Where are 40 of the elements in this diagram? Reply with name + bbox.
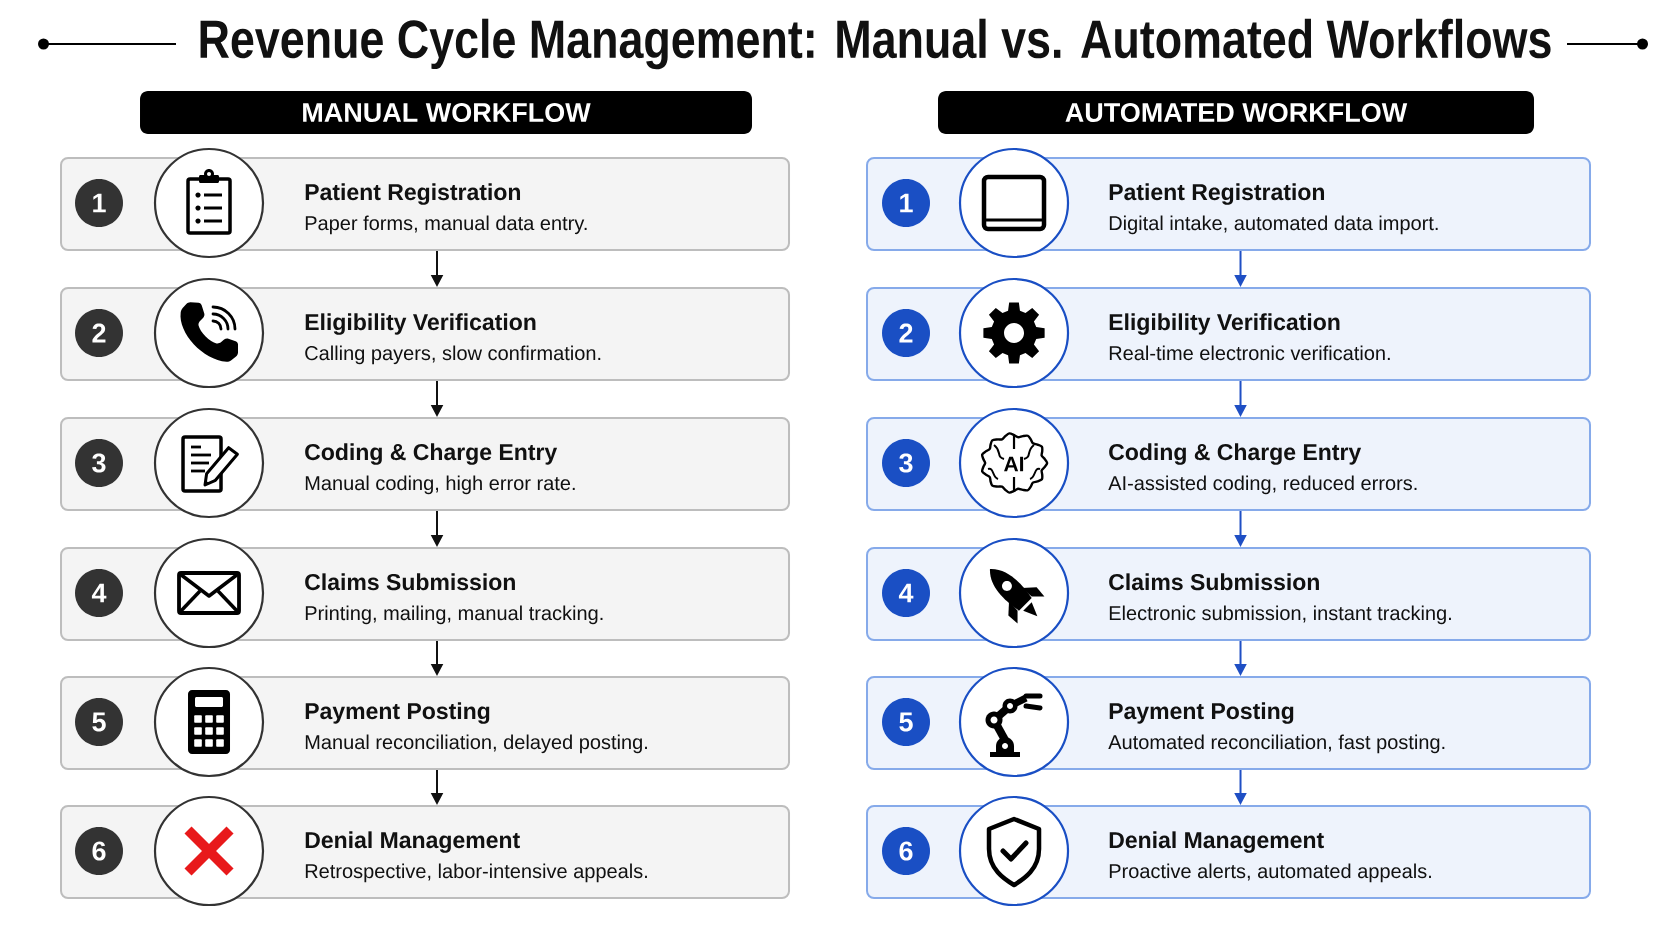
step-title: Claims Submission [305, 573, 515, 591]
step-title: Eligibility Verification [1109, 313, 1340, 335]
title: Revenue Cycle Management: Manual vs. Automated Workflows [200, 18, 1551, 70]
step-description: Calling payers, slow confirmation. [305, 345, 601, 365]
step-number: 4 [75, 569, 123, 617]
section-header: AUTOMATED WORKFLOW [938, 91, 1534, 134]
icon-label: AI [1004, 456, 1024, 472]
step-description: Electronic submission, instant tracking. [1109, 605, 1451, 625]
step-number: 5 [75, 698, 123, 746]
step-number: 5 [882, 698, 930, 746]
step-title: Denial Management [1109, 831, 1324, 853]
step-description: Digital intake, automated data import. [1109, 215, 1438, 235]
step-title: Eligibility Verification [305, 313, 536, 335]
step-title: Patient Registration [305, 183, 520, 205]
step-description: AI-assisted coding, reduced errors. [1108, 475, 1417, 495]
step-number: 3 [75, 439, 123, 487]
step-title: Coding & Charge Entry [305, 443, 558, 465]
step-number: 1 [882, 179, 930, 227]
step-number: 2 [75, 309, 123, 357]
step-title: Denial Management [305, 831, 520, 853]
step-title: Claims Submission [1109, 573, 1319, 591]
step-description: Paper forms, manual data entry. [305, 215, 587, 235]
step-title: Payment Posting [305, 702, 490, 724]
step-number: 3 [882, 439, 930, 487]
step-number: 2 [882, 309, 930, 357]
section-header: MANUAL WORKFLOW [140, 91, 752, 134]
step-title: Payment Posting [1109, 702, 1294, 724]
step-description: Printing, mailing, manual tracking. [305, 605, 603, 625]
step-description: Automated reconciliation, fast posting. [1108, 734, 1445, 754]
step-title: Coding & Charge Entry [1109, 443, 1362, 465]
step-number: 6 [75, 827, 123, 875]
step-number: 4 [882, 569, 930, 617]
step-description: Manual coding, high error rate. [305, 475, 575, 495]
step-description: Real-time electronic verification. [1109, 345, 1390, 361]
step-description: Retrospective, labor-intensive appeals. [305, 863, 647, 883]
step-title: Patient Registration [1109, 183, 1324, 205]
step-description: Proactive alerts, automated appeals. [1109, 863, 1431, 883]
step-number: 1 [75, 179, 123, 227]
step-number: 6 [882, 827, 930, 875]
step-description: Manual reconciliation, delayed posting. [305, 734, 647, 754]
